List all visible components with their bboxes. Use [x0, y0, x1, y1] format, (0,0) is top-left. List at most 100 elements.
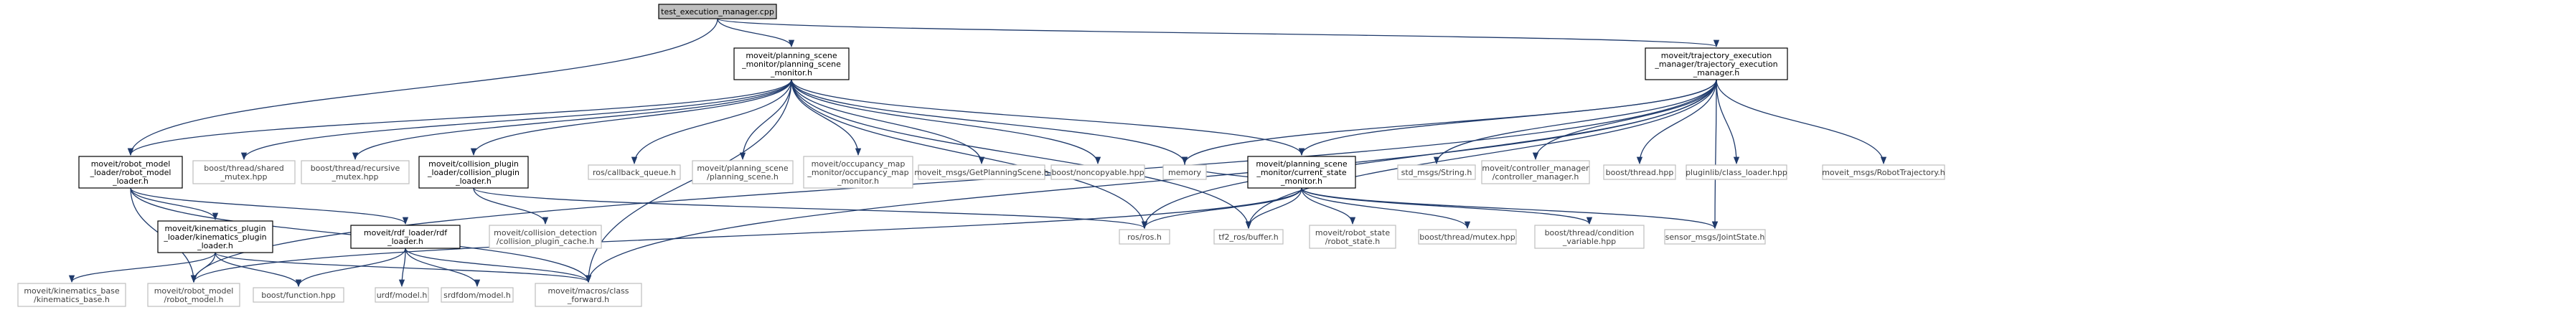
node-bcond: boost/thread/condition_variable.hpp	[1534, 225, 1645, 249]
edge-tem-to-joint	[1711, 79, 1719, 230]
edge-psm-to-csm	[791, 79, 1305, 156]
node-label-line: _manager.h	[1693, 68, 1739, 77]
node-label-line: boost/function.hpp	[261, 291, 336, 300]
node-box	[692, 160, 794, 184]
node-label-line: boost/thread.hpp	[1606, 168, 1674, 177]
edge-tem-to-plugcl	[1716, 79, 1740, 165]
node-brecursive: boost/thread/recursive_mutex.hpp	[301, 160, 410, 184]
node-kpl[interactable]: moveit/kinematics_plugin_loader/kinemati…	[157, 220, 273, 253]
node-rdfl[interactable]: moveit/rdf_loader/rdf_loader.h	[350, 225, 461, 249]
edge-csm-to-tf2	[1245, 187, 1302, 230]
node-csm[interactable]: moveit/planning_scene_monitor/current_st…	[1247, 156, 1356, 189]
edge-psm-to-rosh	[791, 79, 1148, 230]
node-label-line: srdfdom/model.h	[443, 291, 511, 300]
edge-csm-to-rmodel	[191, 187, 1302, 283]
node-cmgr: moveit/controller_manager/controller_man…	[1481, 160, 1590, 184]
node-box	[1247, 156, 1356, 189]
edge-psm-to-occ	[791, 79, 862, 156]
node-bmutex: boost/thread/mutex.hpp	[1418, 229, 1517, 245]
node-label-line: _loader.h	[112, 177, 149, 186]
node-label-line: moveit/kinematics_base	[24, 286, 120, 296]
node-label-line: boost/thread/condition	[1545, 228, 1635, 238]
node-kbase: moveit/kinematics_base/kinematics_base.h	[17, 283, 126, 307]
edge-psm-to-noncopy	[791, 79, 1101, 165]
edge-psm-to-brecursive	[352, 79, 792, 161]
node-tem[interactable]: moveit/trajectory_execution_manager/traj…	[1645, 47, 1788, 80]
node-cpl[interactable]: moveit/collision_plugin_loader/collision…	[418, 156, 529, 189]
node-label-line: pluginlib/class_loader.hpp	[1686, 168, 1787, 177]
node-label-line: _monitor/planning_scene	[741, 60, 841, 69]
node-stdstr: std_msgs/String.h	[1397, 164, 1476, 180]
node-label-line: _mutex.hpp	[331, 172, 378, 182]
edge-tem-to-stdstr	[1433, 79, 1717, 165]
node-box	[192, 160, 296, 184]
node-bfunc: boost/function.hpp	[253, 287, 344, 303]
edge-rdfl-to-cfwd	[405, 248, 592, 283]
node-label-line: moveit/robot_model	[154, 286, 234, 296]
edge-tem-to-csm	[1298, 79, 1717, 156]
node-label-line: _loader.h	[387, 237, 423, 246]
node-bthread: boost/thread.hpp	[1603, 164, 1676, 180]
node-label-line: _loader/robot_model	[90, 168, 171, 177]
node-rosh: ros/ros.h	[1119, 229, 1170, 245]
node-label-line: /planning_scene.h	[707, 172, 779, 182]
edge-psm-to-cpl	[470, 79, 792, 156]
edge-kpl-to-cfwd	[215, 252, 591, 283]
node-label-line: _loader.h	[455, 177, 492, 186]
node-label-line: sensor_msgs/JointState.h	[1665, 232, 1765, 242]
nodes-layer: test_execution_manager.cppmoveit/plannin…	[17, 4, 1945, 307]
node-box	[1213, 229, 1284, 245]
node-memory: memory	[1162, 164, 1207, 180]
node-box	[17, 283, 126, 307]
node-box	[1664, 229, 1766, 245]
edge-cpl-to-rosh	[473, 187, 1147, 230]
edge-tem-to-cfwd	[585, 79, 1717, 283]
node-label-line: _manager/trajectory_execution	[1654, 60, 1777, 69]
node-label-line: _monitor/occupancy_map	[807, 168, 908, 177]
node-psm[interactable]: moveit/planning_scene_monitor/planning_s…	[733, 47, 850, 80]
node-box	[157, 220, 273, 253]
node-box	[147, 283, 240, 307]
node-box	[733, 47, 850, 80]
edge-rdfl-to-urdf	[398, 248, 406, 288]
edge-psm-to-tf2	[791, 79, 1252, 230]
node-rml[interactable]: moveit/robot_model_loader/robot_model_lo…	[78, 156, 183, 189]
node-label-line: memory	[1168, 168, 1201, 177]
node-label-line: ros/ros.h	[1127, 232, 1162, 242]
node-box	[301, 160, 410, 184]
node-box	[1822, 164, 1945, 180]
node-label-line: moveit/trajectory_execution	[1661, 51, 1772, 60]
edge-root-to-psm	[717, 18, 795, 48]
node-label-line: moveit/robot_model	[91, 159, 171, 169]
edge-root-to-rml	[127, 18, 718, 156]
node-label-line: moveit/collision_detection	[494, 228, 597, 238]
node-rmodel: moveit/robot_model/robot_model.h	[147, 283, 240, 307]
edge-kpl-to-kbase	[68, 252, 216, 283]
edges-layer	[68, 18, 1887, 288]
node-occ: moveit/occupancy_map_monitor/occupancy_m…	[803, 156, 913, 189]
node-label-line: _forward.h	[567, 295, 609, 304]
edge-psm-to-rml	[128, 79, 792, 156]
edge-rdfl-to-srdf	[405, 248, 481, 288]
node-box	[1418, 229, 1517, 245]
node-label-line: _monitor/current_state	[1256, 168, 1347, 177]
edge-psm-to-bshared	[240, 79, 792, 161]
node-box	[1397, 164, 1476, 180]
node-gps: moveit_msgs/GetPlanningScene.h	[914, 164, 1049, 180]
node-box	[1050, 164, 1145, 180]
node-rtraj: moveit_msgs/RobotTrajectory.h	[1822, 164, 1945, 180]
node-box	[918, 164, 1045, 180]
node-label-line: urdf/model.h	[377, 291, 428, 300]
edge-csm-to-rosh	[1141, 187, 1302, 230]
node-box	[1603, 164, 1676, 180]
node-label-line: /kinematics_base.h	[34, 295, 110, 304]
edge-tem-to-rtraj	[1716, 79, 1887, 165]
edge-csm-to-joint	[1301, 187, 1718, 230]
node-label-line: tf2_ros/buffer.h	[1218, 232, 1278, 242]
node-box	[1309, 225, 1396, 249]
node-box	[535, 283, 642, 307]
node-box	[588, 164, 681, 180]
node-label-line: moveit/controller_manager	[1482, 164, 1589, 173]
node-label-line: moveit/planning_scene	[746, 51, 837, 60]
node-ccache: moveit/collision_detection/collision_plu…	[489, 225, 602, 249]
